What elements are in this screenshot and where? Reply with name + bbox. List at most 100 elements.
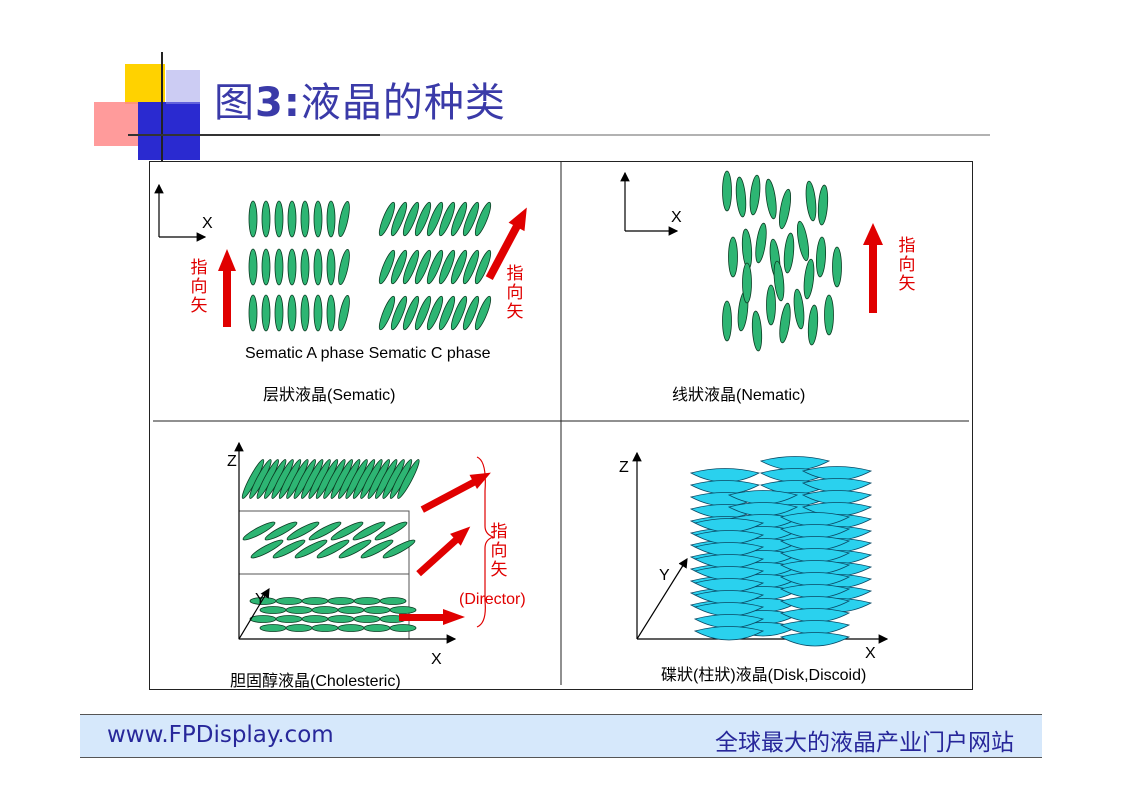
smectic-a-molecule [261,294,271,332]
smectic-caption: 层狀液晶(Sematic) [263,387,396,404]
cholesteric-bottom-molecule [275,615,303,623]
director-brace [476,456,495,628]
smectic-a-molecule [274,200,284,238]
nematic-molecule [824,294,834,336]
discotic-disk [693,530,765,545]
nematic-molecule [765,178,777,220]
smectic-a-molecule [326,200,336,238]
smectic-c-molecule [426,249,444,285]
nematic-molecule [722,300,732,342]
nematic-molecule [773,260,785,302]
smectic-c-molecule [450,295,468,331]
cholesteric-director-label: 指向矢 [490,522,508,580]
discotic-disk [693,554,765,569]
smectic-c-molecule [462,295,480,331]
cholesteric-bottom-molecule [311,624,339,632]
cholesteric-director-english: (Director) [459,591,526,608]
smectic-c-molecule [438,295,456,331]
cholesteric-axis-z: Z [227,453,237,470]
cholesteric-bottom-molecule [363,624,391,632]
smectic-c-molecule [426,201,444,237]
discotic-disk [779,596,851,611]
nematic-molecule [796,220,810,262]
cholesteric-top-molecule [397,459,420,499]
smectic-a-molecule [313,200,323,238]
smectic-a-molecule [248,248,258,286]
discotic-disk [779,536,851,551]
discotic-disk [779,512,851,527]
cholesteric-mid-molecule [382,539,416,559]
cholesteric-director-arrows [399,472,491,625]
discotic-disk [689,480,761,495]
smectic-a-molecules [248,200,350,332]
smectic-axis-x: X [202,215,213,232]
footer-website-link[interactable]: www.FPDisplay.com [107,722,334,748]
cholesteric-mid-molecule [272,539,306,559]
nematic-axes [620,171,679,236]
smectic-c-molecule [438,249,456,285]
smectic-c-molecule [390,295,408,331]
smectic-a-molecule [261,200,271,238]
nematic-molecule [722,170,732,212]
discotic-disk [779,632,851,647]
nematic-molecule [766,284,776,326]
nematic-axis-x: X [671,209,682,226]
discotic-disk [693,590,765,605]
discotic-disk [693,542,765,557]
smectic-director-arrow-2 [485,207,527,280]
nematic-molecule [742,262,752,304]
nematic-caption: 线狀液晶(Nematic) [672,387,806,404]
smectic-c-molecule [462,201,480,237]
cholesteric-mid-molecule [374,521,408,541]
nematic-molecule [815,236,827,278]
smectic-a-molecule [287,294,297,332]
smectic-c-molecule [474,295,492,331]
cholesteric-bottom-molecule [389,624,417,632]
discotic-disk [693,518,765,533]
smectic-director-label-2: 指向矢 [506,264,524,322]
cholesteric-bottom-molecule [327,597,355,605]
nematic-molecule [778,188,792,230]
smectic-c-molecule [450,249,468,285]
nematic-molecule [735,176,747,218]
nematic-molecule [783,232,795,274]
cholesteric-bottom-molecule [353,597,381,605]
cholesteric-bottom-molecule [353,615,381,623]
cholesteric-bottom-molecule [379,597,407,605]
smectic-a-molecule [287,248,297,286]
discotic-disk [801,490,873,505]
cholesteric-bottom-molecule [285,606,313,614]
smectic-a-molecule [287,200,297,238]
smectic-a-molecule [274,248,284,286]
nematic-molecule [832,246,842,288]
discotic-disk [779,548,851,563]
discotic-disk [779,584,851,599]
smectic-a-molecule [300,248,310,286]
cholesteric-mid-molecule [286,521,320,541]
figure-graphics [149,161,973,690]
nematic-molecule [793,288,805,330]
discotic-axis-x: X [865,645,876,662]
nematic-molecule [817,184,829,226]
slide-title: 图3:液晶的种类 [214,70,506,128]
smectic-a-molecule [313,294,323,332]
discotic-disk [693,566,765,581]
smectic-director-arrow-1 [218,249,236,327]
cholesteric-bottom-molecule [285,624,313,632]
smectic-c-molecule [378,249,396,285]
smectic-c-molecule [378,201,396,237]
cholesteric-bottom-molecule [363,606,391,614]
smectic-a-molecule [248,294,258,332]
smectic-phase-label: Sematic A phase Sematic C phase [245,345,491,362]
cholesteric-mid-molecule [338,539,372,559]
cholesteric-mid-molecule [308,521,342,541]
discotic-disk [779,524,851,539]
smectic-c-molecule [390,201,408,237]
cholesteric-axis-y: Y [255,591,266,608]
smectic-a-molecule [326,248,336,286]
nematic-molecule [779,302,791,344]
title-decoration [94,52,990,162]
cholesteric-bottom-molecule [311,606,339,614]
smectic-a-molecule [300,200,310,238]
discotic-disk [779,560,851,575]
